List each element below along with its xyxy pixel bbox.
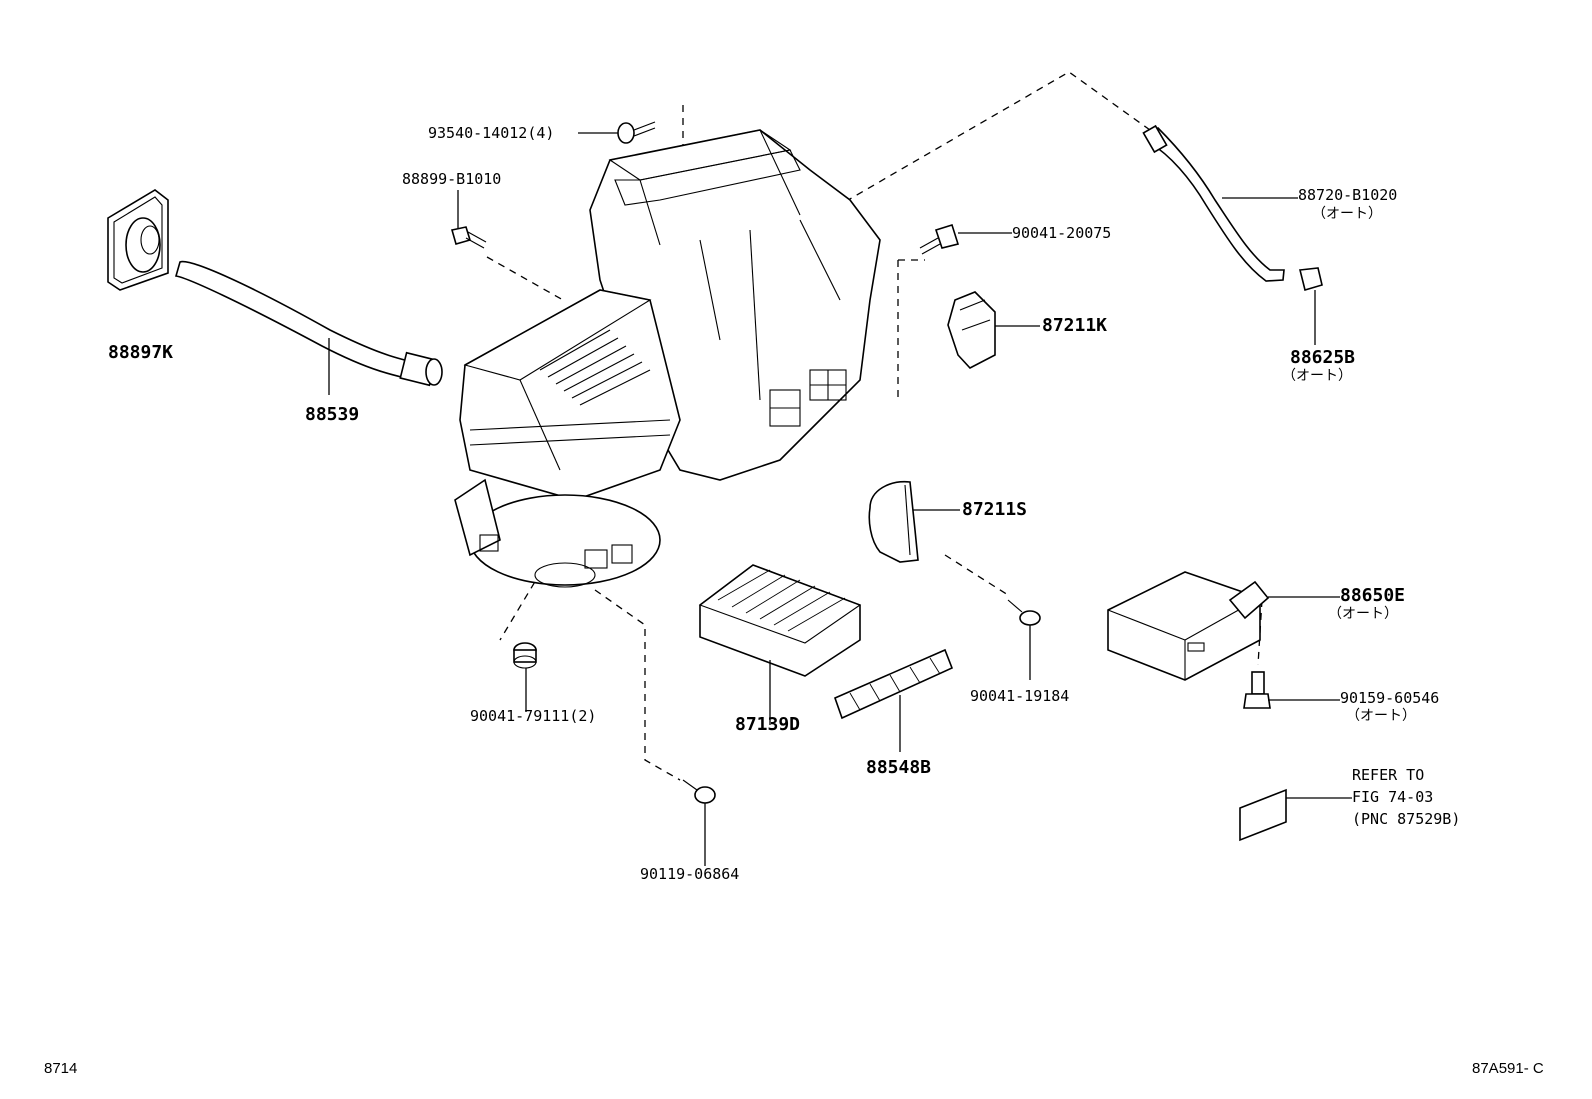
label-part-88899: 88899-B1010 [402,170,502,188]
damper-87211s [868,481,960,563]
label-note-90159: （オート） [1346,708,1416,724]
nut-90041-79111 [513,642,537,712]
hose-88539 [174,260,443,395]
label-part-88650e: 88650E [1340,585,1406,606]
label-part-88539: 88539 [305,404,360,425]
label-note-88720: （オート） [1312,206,1382,222]
hvac-unit-assembly [454,129,881,588]
bolt-90159 [1243,671,1340,709]
label-note-88625b: （オート） [1282,368,1352,384]
grommet-88897k [107,189,169,291]
reference-line-3: (PNC 87529B) [1352,810,1461,828]
screw-90119 [682,779,716,866]
damper-87211k [947,291,1040,369]
label-part-90119: 90119-06864 [640,865,740,883]
clip-88625b [1299,267,1323,345]
label-part-88897k: 88897K [108,342,174,363]
label-part-90159: 90159-60546 [1340,689,1440,707]
screw-93540 [578,121,656,144]
reference-line-1: REFER TO [1352,766,1425,784]
module-88650e [1107,571,1340,681]
label-part-87211k: 87211K [1042,315,1108,336]
label-part-88548b: 88548B [866,757,932,778]
label-part-90041-20075: 90041-20075 [1012,224,1112,242]
footer-right-code: 87A591- C [1472,1060,1544,1077]
bolt-88899 [450,190,487,249]
mesh-88548b [833,648,954,752]
bolt-90041-20075 [919,223,1012,255]
filter-87139d [698,564,862,725]
reference-box-graphic [1239,788,1352,842]
reference-line-2: FIG 74-03 [1352,788,1434,806]
screw-90041-19184 [1007,599,1041,680]
hose-88720 [1142,124,1298,282]
label-part-87211s: 87211S [962,499,1028,520]
footer-left-code: 8714 [44,1060,78,1077]
label-note-88650e: （オート） [1328,606,1398,622]
label-part-88625b: 88625B [1290,347,1356,368]
label-part-90041-19184: 90041-19184 [970,687,1070,705]
label-part-90041-79111: 90041-79111(2) [470,707,597,725]
label-part-87139d: 87139D [735,714,801,735]
label-part-88720: 88720-B1020 [1298,186,1398,204]
label-part-93540: 93540-14012(4) [428,124,555,142]
